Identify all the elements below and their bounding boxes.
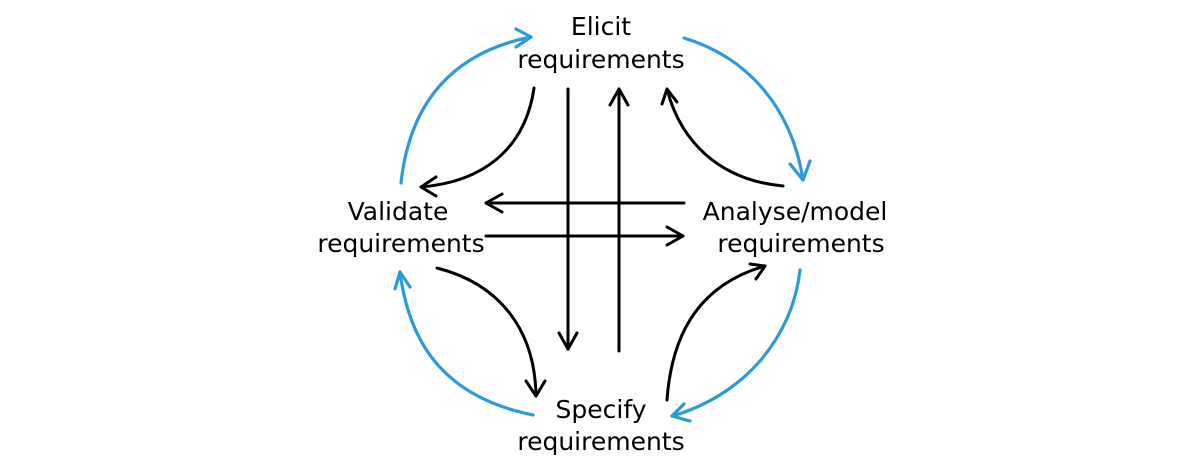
black-arrow-elicit-to-validate <box>419 86 536 198</box>
node-analyse: Analyse/model requirements <box>703 197 888 258</box>
node-analyse-line2: requirements <box>717 229 884 258</box>
node-elicit-line2: requirements <box>517 45 684 74</box>
black-arrow-elicit-down-to-specify <box>557 87 579 351</box>
node-specify-line1: Specify <box>556 395 647 424</box>
node-analyse-line1: Analyse/model <box>703 197 888 226</box>
node-elicit-line1: Elicit <box>571 12 631 41</box>
blue-arrow-validate-to-elicit <box>399 27 533 185</box>
node-specify: Specify requirements <box>517 395 684 456</box>
black-arrow-specify-up-to-elicit <box>608 87 630 353</box>
black-arrow-analyse-left-to-validate <box>484 192 686 214</box>
node-validate-line1: Validate <box>348 197 449 226</box>
node-validate: Validate requirements <box>317 197 484 258</box>
black-arrow-validate-right-to-analyse <box>484 225 685 247</box>
node-validate-line2: requirements <box>317 229 484 258</box>
black-arrow-analyse-to-elicit <box>660 87 785 188</box>
node-elicit: Elicit requirements <box>517 12 684 74</box>
outer-cycle-arrows <box>393 27 812 423</box>
node-specify-line2: requirements <box>517 427 684 456</box>
black-arrow-specify-to-analyse <box>665 262 767 402</box>
blue-arrow-specify-to-validate <box>393 270 535 417</box>
inner-straight-arrows <box>484 87 686 353</box>
black-arrow-validate-to-specify <box>435 266 547 398</box>
blue-arrow-analyse-to-specify <box>670 268 802 423</box>
blue-arrow-elicit-to-analyse <box>682 36 812 182</box>
inner-curved-arrows <box>419 86 785 402</box>
